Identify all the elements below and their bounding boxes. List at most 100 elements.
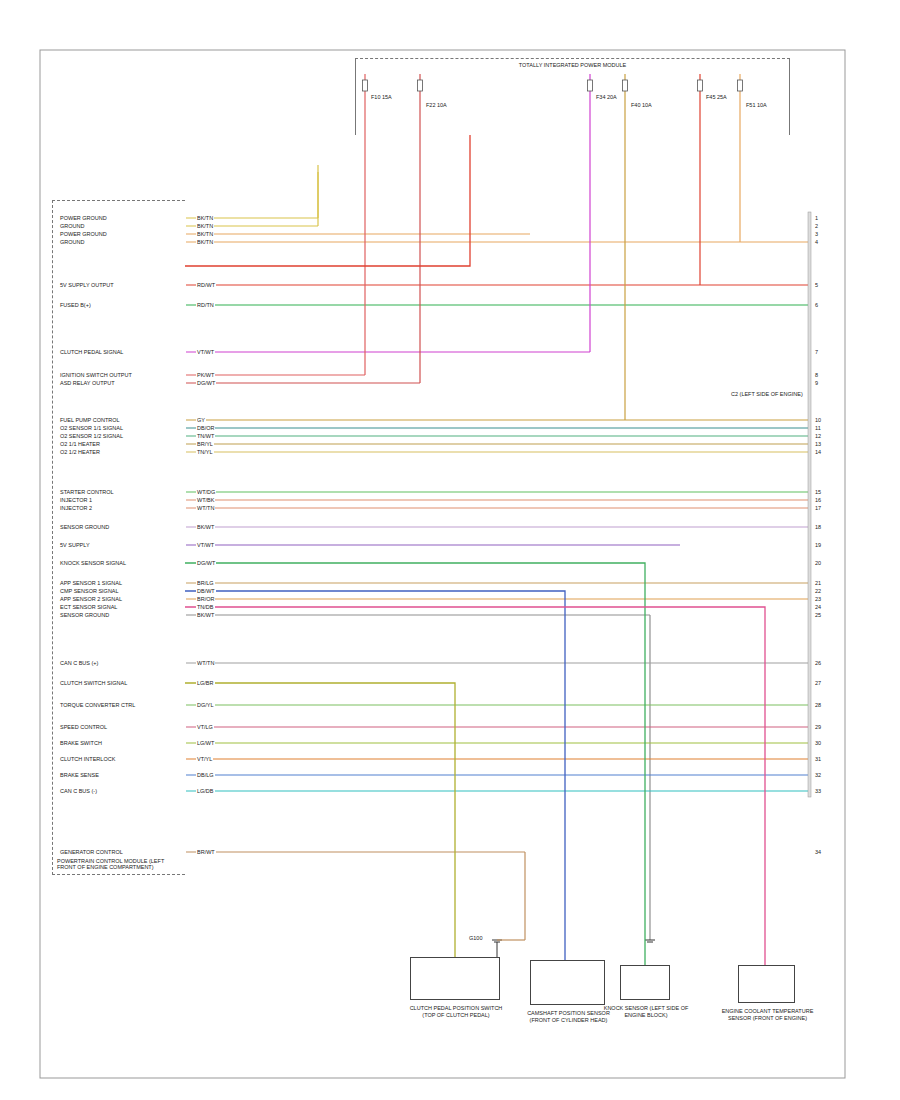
node-label: CLUTCH PEDAL POSITION SWITCH (TOP OF CLU… — [408, 1005, 504, 1018]
wire-color: BR/YL — [196, 441, 214, 447]
pin-number: 2 — [815, 223, 818, 229]
wire — [186, 351, 590, 352]
wire — [186, 435, 810, 436]
label: C2 (LEFT SIDE OF ENGINE) — [730, 391, 804, 397]
wire-connector — [185, 135, 470, 266]
fuse-symbol — [738, 80, 743, 91]
wire — [186, 241, 810, 242]
pin-name: GENERATOR CONTROL — [60, 849, 123, 855]
pin-number: 10 — [815, 417, 821, 423]
wire-color: VT/WT — [196, 349, 215, 355]
wire — [739, 74, 740, 242]
wire — [186, 284, 810, 285]
pin-number: 34 — [815, 849, 821, 855]
wire-color: TN/WT — [196, 433, 215, 439]
wire-color: DB/WT — [196, 588, 216, 594]
pin-name: 5V SUPPLY OUTPUT — [60, 282, 114, 288]
wire-color: VT/WT — [196, 542, 215, 548]
pin-name: APP SENSOR 2 SIGNAL — [60, 596, 122, 602]
pin-number: 21 — [815, 580, 821, 586]
pin-name: KNOCK SENSOR SIGNAL — [60, 560, 126, 566]
pin-number: 24 — [815, 604, 821, 610]
pin-number: 6 — [815, 302, 818, 308]
wire-color: WT/BK — [196, 497, 215, 503]
wire — [186, 451, 810, 452]
wire — [186, 758, 810, 759]
wire — [186, 491, 810, 492]
ground-symbol — [645, 940, 655, 941]
wire — [699, 74, 700, 285]
pin-number: 15 — [815, 489, 821, 495]
sensor-box: KNOCK SENSOR (LEFT SIDE OF ENGINE BLOCK) — [620, 965, 670, 1000]
pin-number: 32 — [815, 772, 821, 778]
wire — [186, 427, 810, 428]
wire — [186, 774, 810, 775]
pin-name: SENSOR GROUND — [60, 612, 109, 618]
fuse-symbol — [418, 80, 423, 91]
pin-number: 23 — [815, 596, 821, 602]
pin-number: 11 — [815, 425, 821, 431]
wire — [186, 662, 810, 663]
pin-number: 20 — [815, 560, 821, 566]
pin-name: GROUND — [60, 223, 84, 229]
pin-number: 13 — [815, 441, 821, 447]
pin-name: CAN C BUS (-) — [60, 788, 97, 794]
wire — [186, 614, 650, 615]
fuse-symbol — [588, 80, 593, 91]
wire-color: WT/TN — [196, 660, 215, 666]
wire-color: BK/TN — [196, 239, 214, 245]
pin-name: BRAKE SENSE — [60, 772, 99, 778]
pin-name: INJECTOR 2 — [60, 505, 92, 511]
wire-color: TN/DB — [196, 604, 215, 610]
wire — [497, 939, 525, 940]
pin-number: 26 — [815, 660, 821, 666]
pin-name: CLUTCH INTERLOCK — [60, 756, 115, 762]
wire — [186, 507, 810, 508]
pin-name: ECT SENSOR SIGNAL — [60, 604, 117, 610]
wire — [186, 526, 810, 527]
wire-color: PK/WT — [196, 372, 215, 378]
pin-name: POWER GROUND — [60, 231, 107, 237]
wire-color: LG/WT — [196, 740, 215, 746]
wire — [186, 382, 420, 383]
pin-name: APP SENSOR 1 SIGNAL — [60, 580, 122, 586]
wire-connector — [185, 591, 565, 960]
pin-number: 5 — [815, 282, 818, 288]
pin-name: O2 1/1 HEATER — [60, 441, 100, 447]
wire-color: DG/WT — [196, 560, 216, 566]
wire-color: RD/WT — [196, 282, 216, 288]
wire-color: DG/YL — [196, 702, 215, 708]
pin-name: SPEED CONTROL — [60, 724, 107, 730]
label: F22 10A — [425, 102, 448, 108]
pin-name: CAN C BUS (+) — [60, 660, 98, 666]
pin-number: 33 — [815, 788, 821, 794]
wire-color: WT/TN — [196, 505, 215, 511]
wire — [186, 544, 680, 545]
pin-name: O2 1/2 HEATER — [60, 449, 100, 455]
pin-name: 5V SUPPLY — [60, 542, 90, 548]
wire-color: RD/TN — [196, 302, 215, 308]
pin-number: 8 — [815, 372, 818, 378]
pin-number: 9 — [815, 380, 818, 386]
pin-number: 16 — [815, 497, 821, 503]
wire — [186, 582, 810, 583]
pin-name: BRAKE SWITCH — [60, 740, 102, 746]
pin-number: 28 — [815, 702, 821, 708]
wire-color: BK/WT — [196, 524, 215, 530]
wire — [589, 74, 590, 352]
wire — [364, 74, 365, 375]
wire — [186, 233, 530, 234]
pin-name: CMP SENSOR SIGNAL — [60, 588, 119, 594]
wire-color: GY — [196, 417, 206, 423]
wire-color: DB/LG — [196, 772, 215, 778]
ground-symbol — [647, 942, 653, 943]
connector-bar — [808, 212, 811, 797]
fuse-symbol — [623, 80, 628, 91]
node-label: TOTALLY INTEGRATED POWER MODULE — [356, 62, 789, 69]
label: F10 15A — [370, 94, 393, 100]
pin-number: 31 — [815, 756, 821, 762]
pin-name: FUSED B(+) — [60, 302, 91, 308]
wire-color: BR/OR — [196, 596, 215, 602]
